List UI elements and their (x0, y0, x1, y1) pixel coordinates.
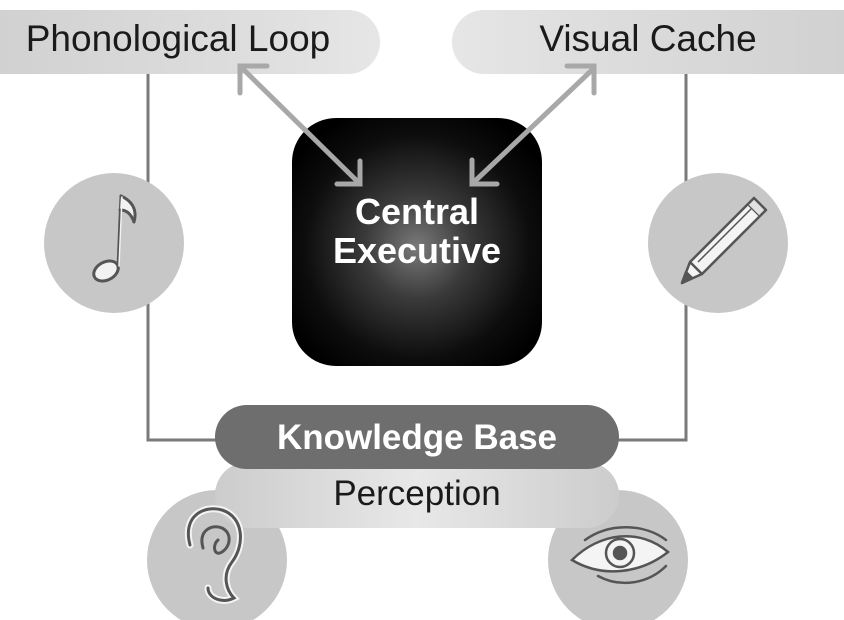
central-executive-line-2: Executive (332, 230, 502, 271)
arrowhead-visual-bottom (469, 157, 500, 187)
central-executive-line-1: Central (354, 191, 480, 232)
visual-cache-pill (452, 10, 844, 74)
phonological-loop-label: Phonological Loop (25, 18, 331, 59)
music-note-icon (92, 194, 137, 283)
knowledge-base-pill (215, 405, 619, 469)
arrowhead-phon-top (237, 63, 270, 96)
visual-cache-label: Visual Cache (539, 18, 757, 59)
ear-icon (184, 505, 244, 604)
arrowhead-visual-top (564, 63, 597, 96)
arrow-visual-to-executive (471, 67, 595, 185)
perception-label: Perception (333, 474, 501, 513)
pencil-icon (680, 196, 768, 285)
arrow-phonological-to-executive (241, 67, 361, 185)
eye-icon (569, 526, 670, 584)
knowledge-base-label: Knowledge Base (276, 418, 558, 457)
central-executive-label: Central Executive (292, 192, 542, 270)
arrowhead-phon-bottom (334, 158, 363, 187)
arrows (237, 63, 597, 187)
music-circle (44, 173, 184, 313)
perception-pill (215, 462, 619, 528)
phonological-loop-pill (0, 10, 380, 74)
